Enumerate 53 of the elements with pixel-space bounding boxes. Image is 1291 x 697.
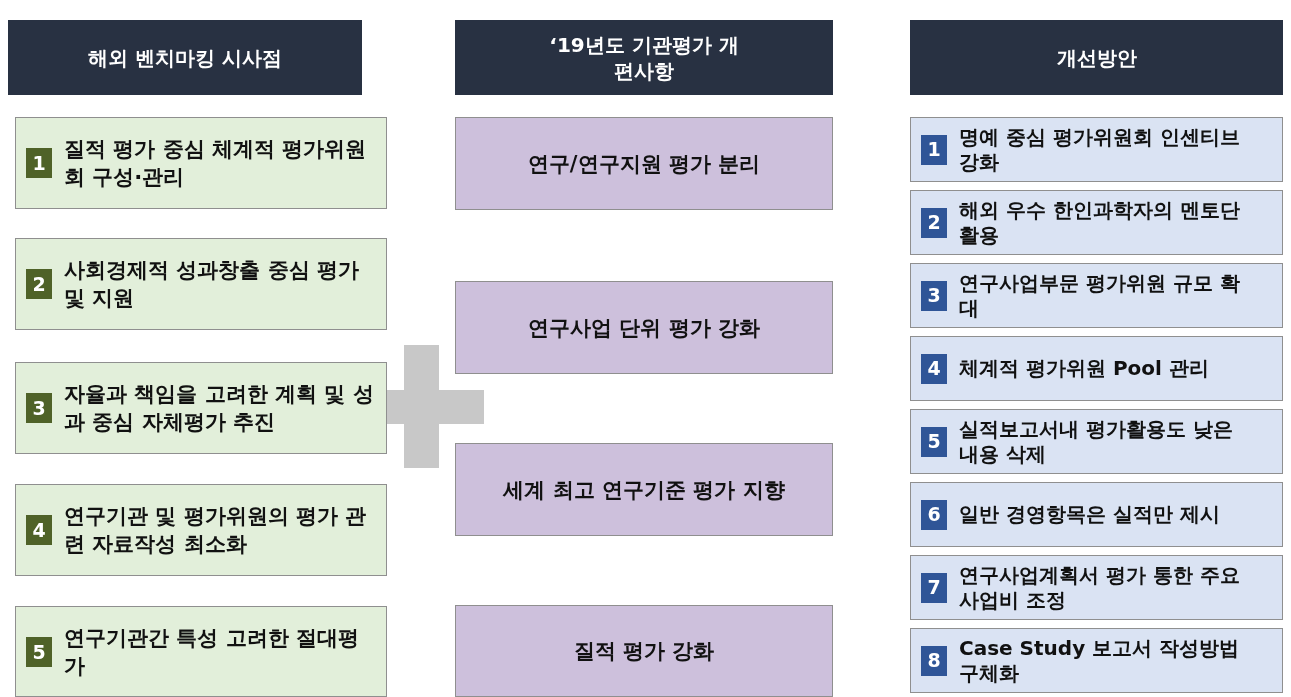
item-text: Case Study 보고서 작성방법 구체화 (959, 635, 1241, 686)
item-text: 사회경제적 성과창출 중심 평가 및 지원 (64, 257, 360, 312)
number-badge: 5 (26, 636, 52, 667)
number-badge: 1 (921, 134, 947, 165)
finding-box (15, 606, 387, 697)
change-box (455, 443, 833, 536)
number-badge: 2 (26, 269, 52, 299)
column-heading: 해외 벤치마킹 시사점 (88, 44, 282, 71)
number-badge: 7 (921, 572, 947, 603)
item-text: 연구사업부문 평가위원 규모 확대 (959, 270, 1241, 321)
number-badge: 1 (26, 148, 52, 178)
improvement-box (910, 409, 1283, 474)
number-badge: 3 (26, 393, 52, 423)
number-badge: 8 (921, 645, 947, 676)
column-heading: 개선방안 (1056, 44, 1137, 71)
item-text: 체계적 평가위원 Pool 관리 (959, 356, 1209, 381)
improvement-box (910, 482, 1283, 547)
item-text: 명예 중심 평가위원회 인센티브 강화 (959, 124, 1241, 175)
number-badge: 6 (921, 499, 947, 530)
item-text: 세계 최고 연구기준 평가 지향 (503, 476, 785, 504)
finding-box (15, 117, 387, 209)
item-text: 연구/연구지원 평가 분리 (527, 150, 761, 178)
item-text: 연구기관 및 평가위원의 평가 관련 자료작성 최소화 (64, 503, 368, 558)
improvement-box (910, 555, 1283, 620)
finding-box (15, 484, 387, 576)
number-badge: 2 (921, 207, 947, 238)
item-text: 일반 경영항목은 실적만 제시 (959, 502, 1220, 527)
improvement-box (910, 628, 1283, 693)
change-box (455, 605, 833, 697)
item-text: 연구기관간 특성 고려한 절대평가 (64, 624, 360, 680)
number-badge: 5 (921, 426, 947, 457)
change-box (455, 281, 833, 374)
item-text: 자율과 책임을 고려한 계획 및 성과 중심 자체평가 추진 (64, 381, 374, 436)
item-text: 연구사업계획서 평가 통한 주요사업비 조정 (959, 562, 1241, 613)
item-text: 실적보고서내 평가활용도 낮은 내용 삭제 (959, 416, 1234, 467)
improvement-box (910, 190, 1283, 255)
header-box (455, 20, 833, 95)
finding-box (15, 362, 387, 454)
improvement-box (910, 336, 1283, 401)
improvement-box (910, 263, 1283, 328)
number-badge: 4 (26, 515, 52, 545)
number-badge: 4 (921, 353, 947, 384)
item-text: 연구사업 단위 평가 강화 (528, 314, 760, 342)
column-heading: ‘19년도 기관평가 개편사항 (548, 31, 740, 84)
item-text: 질적 평가 강화 (573, 638, 715, 665)
header-box (910, 20, 1283, 95)
item-text: 질적 평가 중심 체계적 평가위원회 구성·관리 (64, 136, 368, 191)
header-box (8, 20, 362, 95)
number-badge: 3 (921, 280, 947, 311)
improvement-box (910, 117, 1283, 182)
change-box (455, 117, 833, 210)
item-text: 해외 우수 한인과학자의 멘토단 활용 (959, 197, 1241, 248)
finding-box (15, 238, 387, 330)
